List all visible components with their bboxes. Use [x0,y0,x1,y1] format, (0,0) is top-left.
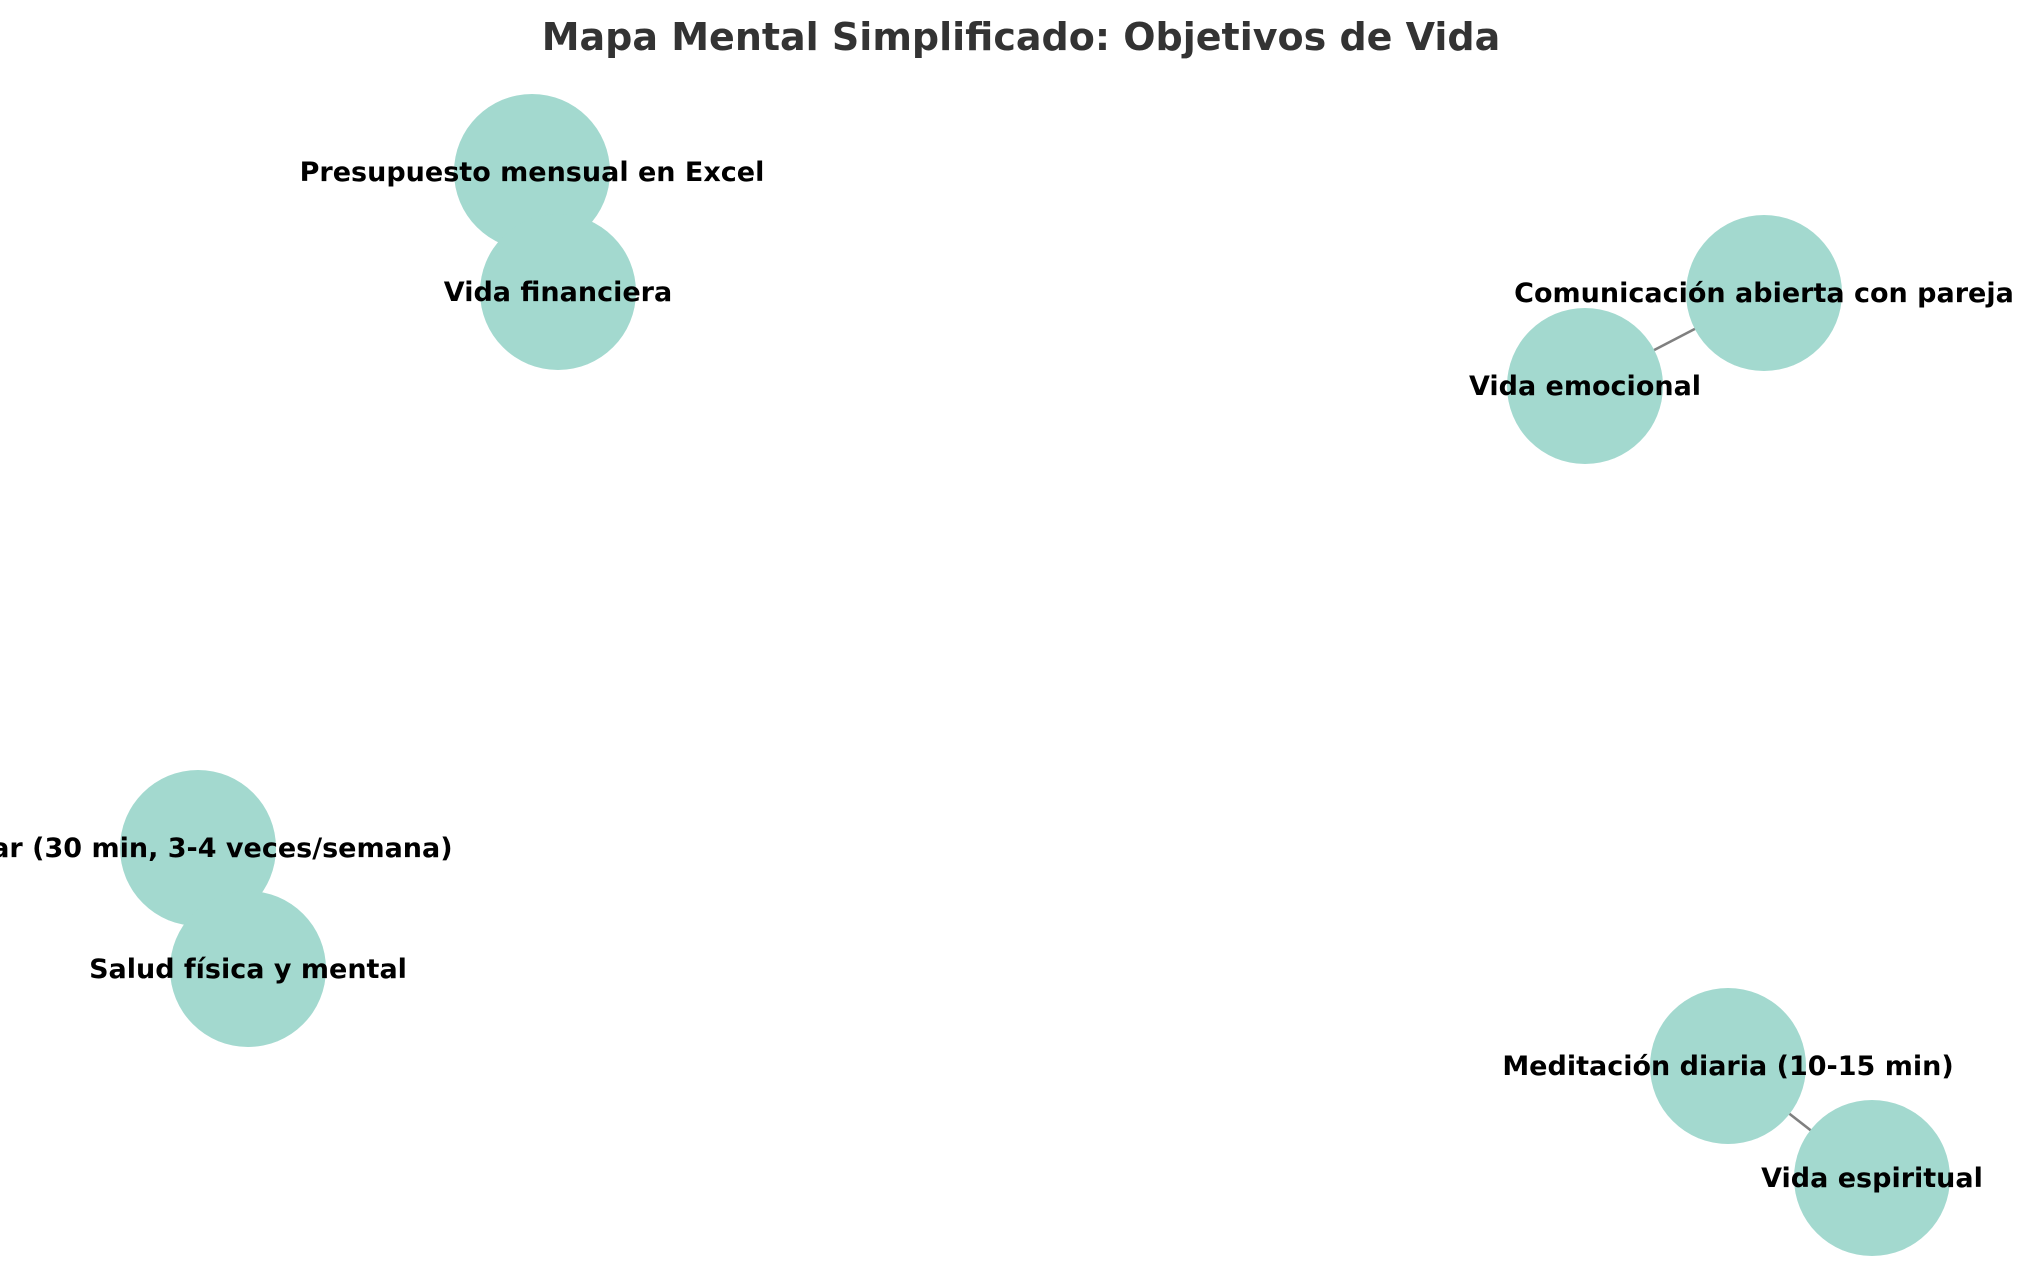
node-comunicacion [1686,215,1842,371]
node-meditacion [1650,988,1806,1144]
node-salud [170,891,326,1047]
nodes-layer [120,94,1950,1256]
node-label-comunicacion: Comunicación abierta con pareja [1514,278,2014,309]
node-label-ejercicio: gular (30 min, 3-4 veces/semana) [0,833,453,864]
node-label-vida-financiera: Vida financiera [444,277,672,308]
node-label-presupuesto: Presupuesto mensual en Excel [300,157,765,188]
node-vida-emocional [1507,308,1663,464]
figure-title: Mapa Mental Simplificado: Objetivos de V… [542,15,1501,59]
node-label-vida-espiritual: Vida espiritual [1761,1163,1983,1194]
node-vida-espiritual [1794,1100,1950,1256]
node-label-meditacion: Meditación diaria (10-15 min) [1502,1051,1953,1082]
node-ejercicio [120,770,276,926]
node-vida-financiera [480,214,636,370]
node-label-salud: Salud física y mental [89,954,407,985]
node-label-vida-emocional: Vida emocional [1469,371,1701,402]
node-presupuesto [454,94,610,250]
